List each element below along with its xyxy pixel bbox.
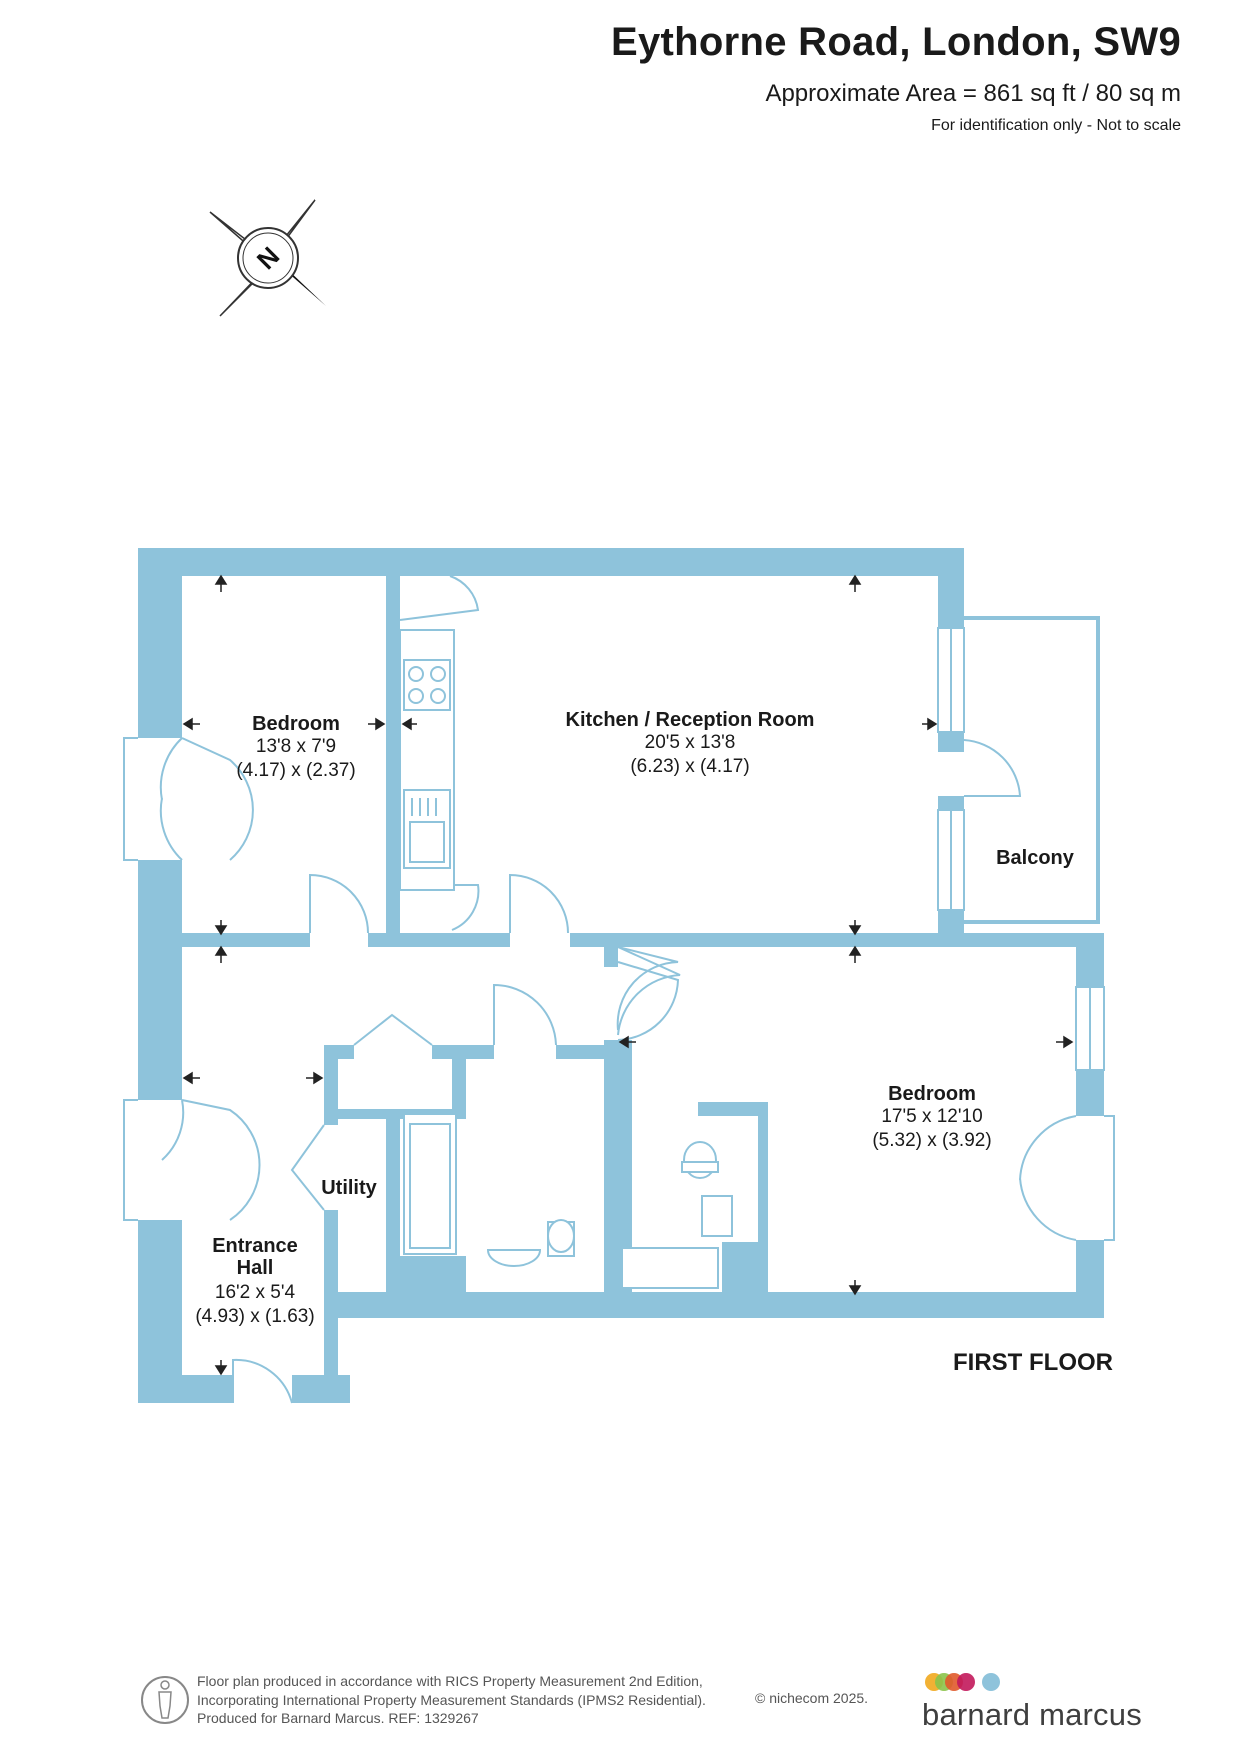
hall-dims: 16'2 x 5'4 [215,1282,296,1303]
footer-line-2: Incorporating International Property Mea… [197,1691,706,1708]
room-label-entrance-hall: Entrance Hall 16'2 x 5'4 (4.93) x (1.63) [195,1235,314,1327]
walls [138,548,1104,1403]
balcony-outline [964,616,1100,924]
room-label-kitchen: Kitchen / Reception Room 20'5 x 13'8 (6.… [566,709,815,777]
bedroom-1-dims: 13'8 x 7'9 [256,736,336,757]
brand-logo-text: barnard marcus [922,1697,1142,1732]
windows [123,627,1115,1241]
footer-line-1: Floor plan produced in accordance with R… [197,1673,703,1689]
bathroom-fixtures [403,1113,575,1267]
approximate-area: Approximate Area = 861 sq ft / 80 sq m [765,80,1181,107]
footer-line-3: Produced for Barnard Marcus. REF: 132926… [197,1710,479,1726]
room-label-bedroom-1: Bedroom 13'8 x 7'9 (4.17) x (2.37) [236,713,355,781]
brand-logo-dots [925,1673,1000,1691]
ensuite-fixtures [621,1141,733,1289]
doors [159,575,1077,1404]
hall-name-line-1: Entrance [212,1235,298,1257]
kitchen-metric: (6.23) x (4.17) [630,756,749,777]
floor-label: FIRST FLOOR [953,1349,1113,1376]
room-label-balcony: Balcony [996,847,1075,869]
utility-name: Utility [321,1177,377,1199]
bedroom-1-name: Bedroom [252,713,340,735]
room-label-utility: Utility [321,1177,377,1199]
kitchen-dims: 20'5 x 13'8 [645,732,736,753]
bedroom-2-dims: 17'5 x 12'10 [881,1106,982,1127]
compass-icon: N [209,199,326,317]
balcony-name: Balcony [996,847,1075,869]
kitchen-name: Kitchen / Reception Room [566,709,815,731]
hall-name-line-2: Hall [237,1257,274,1279]
kitchen-fixtures [399,629,455,891]
identification-note: For identification only - Not to scale [931,117,1181,134]
bedroom-2-metric: (5.32) x (3.92) [872,1130,991,1151]
person-icon [141,1676,189,1724]
room-label-bedroom-2: Bedroom 17'5 x 12'10 (5.32) x (3.92) [872,1083,991,1151]
dimension-arrows [182,574,1074,1376]
hall-metric: (4.93) x (1.63) [195,1306,314,1327]
footer-disclaimer: Floor plan produced in accordance with R… [197,1672,706,1728]
copyright-notice: © nichecom 2025. [755,1690,869,1706]
bedroom-2-name: Bedroom [888,1083,976,1105]
plan-title: Eythorne Road, London, SW9 [610,20,1181,64]
bedroom-1-metric: (4.17) x (2.37) [236,760,355,781]
